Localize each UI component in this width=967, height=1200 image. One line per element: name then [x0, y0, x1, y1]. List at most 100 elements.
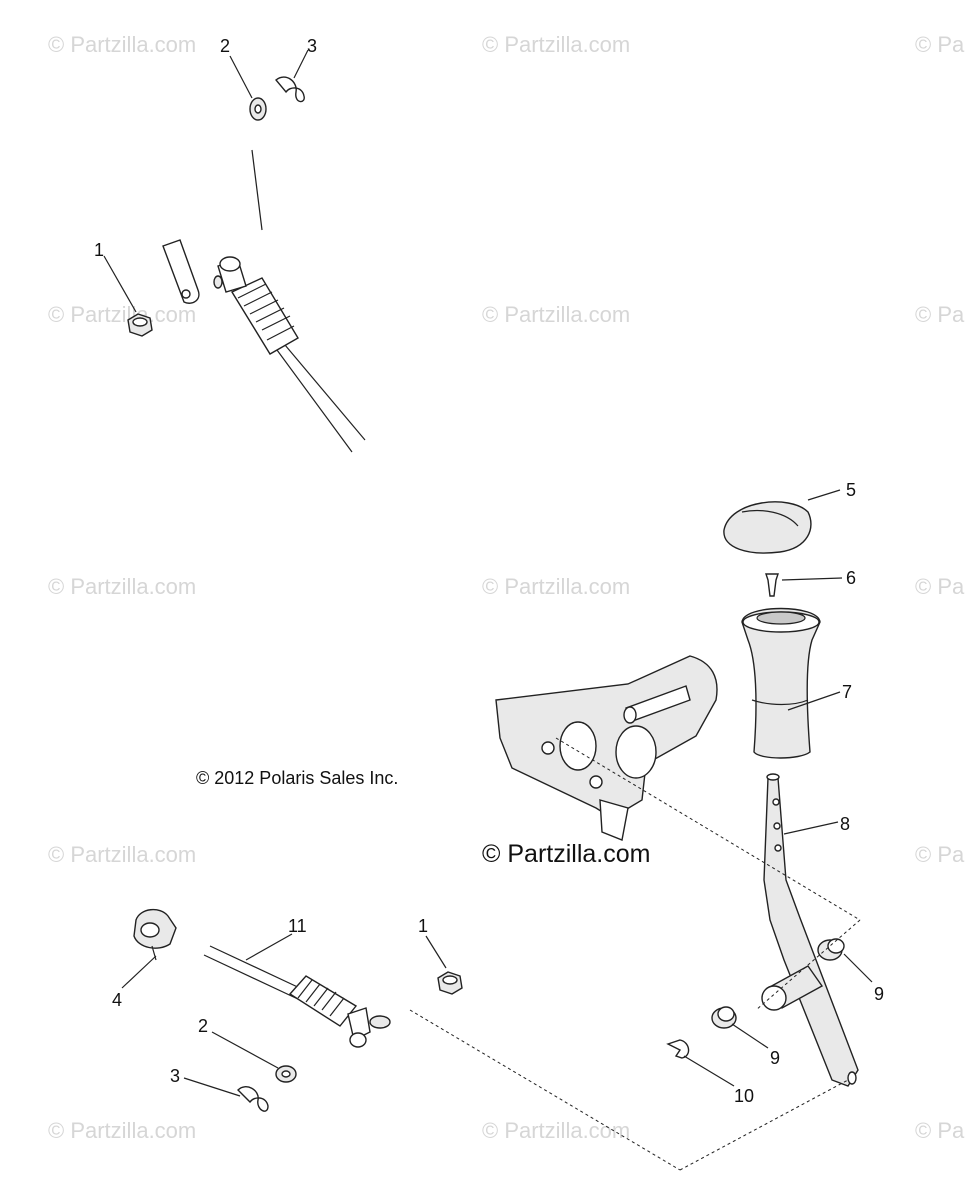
shift-boot: [741, 607, 821, 759]
cable-line: [203, 954, 301, 1001]
bushing: [817, 938, 845, 961]
ball-joint-stud: [349, 1032, 367, 1048]
hex-nut: [127, 313, 153, 337]
watermark: © Partzilla.com: [482, 302, 630, 327]
watermark: © Partzilla.com: [48, 302, 196, 327]
watermark: © Pa: [915, 1118, 965, 1143]
cable-line: [209, 945, 305, 991]
leader-line: [183, 1077, 241, 1097]
leader-line: [103, 255, 137, 313]
watermark: © Pa: [915, 574, 965, 599]
boot-opening: [756, 611, 806, 625]
hairpin-clip: [275, 76, 305, 103]
watermark: © Partzilla.com: [482, 574, 630, 599]
callout-10: 10: [734, 1086, 754, 1106]
dashed-line: [409, 1009, 681, 1171]
watermark: © Partzilla.com: [48, 32, 196, 57]
lever-pivot-end: [761, 985, 787, 1011]
dashed-construction-lines: [409, 737, 861, 1171]
cable-line: [284, 344, 366, 441]
dashed-line: [555, 737, 861, 921]
hairpin-clip: [237, 1086, 269, 1112]
watermark: © Pa: [915, 842, 965, 867]
copyright-text: © 2012 Polaris Sales Inc.: [196, 768, 398, 788]
shifter-knob-assembly: [723, 501, 821, 759]
callout-9: 9: [874, 984, 884, 1004]
leader-line: [293, 49, 309, 79]
bracket-hole: [589, 775, 603, 789]
lever-hole: [773, 822, 781, 830]
cable-bellows: [230, 277, 299, 355]
screw: [765, 573, 779, 597]
cable-clamp: [133, 909, 177, 961]
callout-6: 6: [846, 568, 856, 588]
leader-line: [731, 1023, 769, 1049]
callout-1: 1: [94, 240, 104, 260]
bracket-hole: [615, 725, 657, 779]
callout-8: 8: [840, 814, 850, 834]
shift-lever: [761, 773, 859, 1087]
leader-line: [781, 577, 843, 581]
bracket-pin-end: [623, 706, 637, 724]
watermark: © Partzilla.com: [48, 842, 196, 867]
lever-hole: [772, 798, 780, 806]
upper-cable-assembly: [127, 76, 366, 453]
ball-joint-pin: [213, 275, 223, 289]
partzilla-mark: © Partzilla.com: [482, 840, 650, 868]
bracket-hole: [559, 721, 597, 771]
callout-4: 4: [112, 990, 122, 1010]
leader-line: [121, 955, 157, 989]
callout-2: 2: [198, 1016, 208, 1036]
ball-joint-stud: [219, 256, 241, 272]
callout-3: 3: [170, 1066, 180, 1086]
leader-line: [843, 953, 873, 983]
washer: [275, 1065, 297, 1083]
bracket-plate: [495, 655, 718, 819]
leader-line: [683, 1055, 735, 1087]
callout-labels: 1 2 3 5 6 7 8 9 9 10 11 4 1 2 3: [94, 36, 884, 1106]
dashed-line: [755, 919, 861, 1011]
callout-2: 2: [220, 36, 230, 56]
ball-joint-end: [347, 1007, 371, 1042]
callout-1: 1: [418, 916, 428, 936]
leader-line: [211, 1031, 279, 1069]
leader-line: [425, 935, 447, 969]
leader-line: [245, 933, 293, 961]
shift-pattern: [741, 509, 799, 527]
watermark: © Partzilla.com: [482, 1118, 630, 1143]
bracket-tab: [599, 799, 629, 841]
leader-line: [229, 55, 253, 99]
watermark: © Partzilla.com: [48, 574, 196, 599]
lever-hole: [774, 844, 782, 852]
watermark: © Pa: [915, 32, 965, 57]
dashed-line: [679, 1079, 849, 1171]
callout-3: 3: [307, 36, 317, 56]
leader-lines: [103, 49, 873, 1097]
lever-end-hole: [847, 1071, 857, 1085]
watermark: © Partzilla.com: [48, 1118, 196, 1143]
cable-line: [276, 349, 353, 453]
watermark-layer: © Partzilla.com © Partzilla.com © Pa © P…: [48, 32, 965, 1143]
shift-knob: [723, 501, 812, 554]
leader-line: [783, 821, 839, 835]
leader-line: [787, 691, 841, 711]
bushing: [711, 1006, 737, 1029]
callout-11: 11: [288, 916, 307, 936]
e-clip: [666, 1039, 690, 1059]
callout-9: 9: [770, 1048, 780, 1068]
callout-5: 5: [846, 480, 856, 500]
bracket-hole: [541, 741, 555, 755]
washer: [249, 97, 267, 121]
leader-line: [807, 489, 841, 501]
lever-arm: [162, 239, 200, 304]
lever-hole: [181, 289, 191, 299]
boot-seam: [751, 699, 809, 706]
hex-nut: [437, 971, 463, 995]
cable-bellows: [288, 975, 358, 1027]
watermark: © Pa: [915, 302, 965, 327]
callout-7: 7: [842, 682, 852, 702]
assembly-line: [251, 149, 263, 231]
lower-cable-assembly: [133, 909, 463, 1112]
